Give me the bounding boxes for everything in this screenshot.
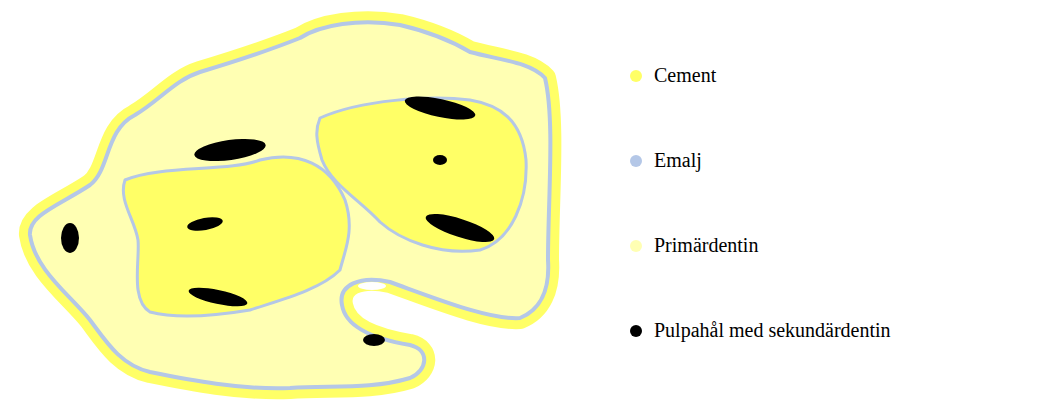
pulp-cavity — [187, 284, 249, 310]
pulp-cavity — [61, 223, 79, 253]
legend-label: Cement — [654, 64, 716, 87]
cement-island — [317, 98, 526, 251]
legend-entry: Emalj — [630, 149, 702, 172]
cement-island — [123, 157, 349, 316]
legend-label: Emalj — [654, 149, 702, 172]
cement-notch — [358, 282, 386, 290]
legend-swatch — [630, 155, 642, 167]
pulp-cavity — [193, 135, 267, 165]
enamel-layer — [30, 22, 550, 388]
pulp-cavity — [433, 155, 447, 165]
pulp-cavity — [363, 334, 385, 346]
pulp-cavity — [403, 92, 477, 125]
pulp-cavity — [423, 208, 497, 247]
legend-entry: Cement — [630, 64, 716, 87]
legend-label: Primärdentin — [654, 234, 758, 257]
legend-swatch — [630, 70, 642, 82]
legend-swatch — [630, 325, 642, 337]
cement-layer — [30, 22, 550, 388]
legend-label: Pulpahål med sekundärdentin — [654, 319, 891, 342]
pulp-cavity — [186, 215, 224, 233]
legend-entry: Primärdentin — [630, 234, 758, 257]
legend-swatch — [630, 240, 642, 252]
legend-entry: Pulpahål med sekundärdentin — [630, 319, 891, 342]
